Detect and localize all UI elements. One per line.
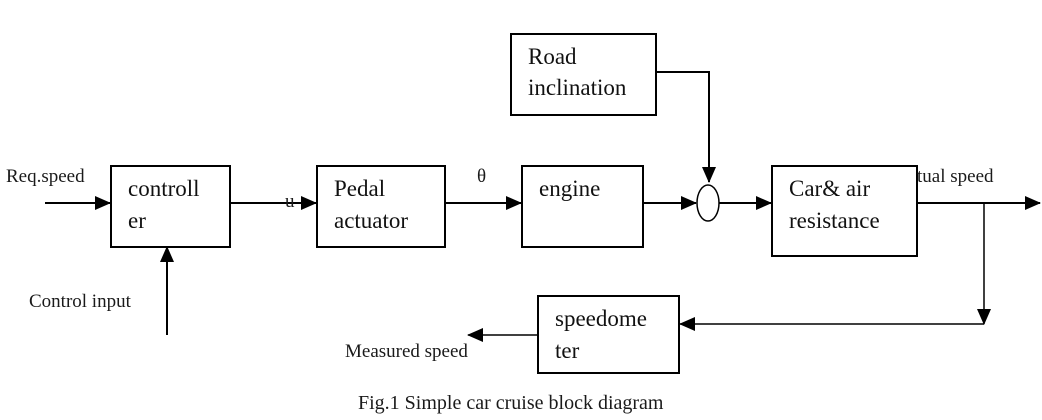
figure-caption: Fig.1 Simple car cruise block diagram (358, 392, 664, 414)
pedal-actuator-label-line2: actuator (334, 208, 409, 233)
controller-label-line1: controll (128, 176, 200, 201)
engine-block[interactable] (521, 165, 644, 248)
actual-speed-label: tual speed (917, 166, 994, 187)
car-air-resistance-label-line1: Car& air (789, 176, 871, 201)
summing-junction-icon (696, 184, 720, 222)
engine-label: engine (539, 176, 601, 201)
u-signal-label: u (285, 191, 295, 212)
controller-block[interactable] (110, 165, 231, 248)
pedal-actuator-block[interactable] (316, 165, 446, 248)
req-speed-label: Req.speed (6, 166, 85, 187)
speedometer-label-line2: ter (555, 338, 580, 363)
road-inclination-label-line2: inclination (528, 75, 627, 100)
speedometer-label-line1: speedome (555, 306, 647, 331)
speedometer-block[interactable] (537, 295, 680, 374)
road-inclination-arrow (656, 71, 716, 183)
road-inclination-block[interactable] (510, 33, 657, 116)
road-inclination-label-line1: Road (528, 44, 577, 69)
theta-signal-label: θ (477, 166, 487, 187)
car-air-resistance-block[interactable] (771, 165, 918, 257)
control-input-label: Control input (29, 291, 131, 312)
measured-speed-label: Measured speed (345, 341, 468, 362)
controller-label-line2: er (128, 208, 146, 233)
pedal-actuator-label-line1: Pedal (334, 176, 386, 201)
car-air-resistance-label-line2: resistance (789, 208, 880, 233)
